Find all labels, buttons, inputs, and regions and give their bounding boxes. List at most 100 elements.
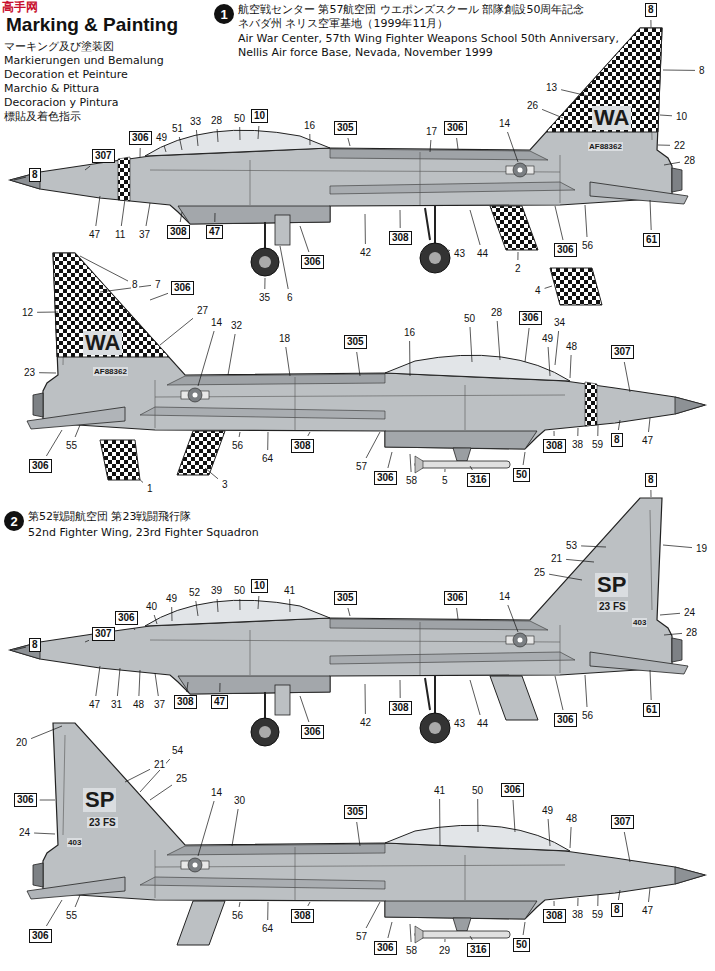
- color-code: 306: [522, 312, 539, 323]
- color-code: 307: [614, 346, 631, 357]
- color-code: 306: [32, 930, 49, 941]
- color-code: 306: [377, 942, 394, 953]
- leader-line: [448, 250, 450, 252]
- tail-code: SP: [83, 788, 116, 812]
- callout-number: 14: [498, 118, 511, 129]
- leader-line: [470, 210, 480, 245]
- leader-line: [624, 832, 630, 862]
- callout-number: 41: [433, 785, 446, 796]
- color-code-box: 305: [344, 805, 367, 819]
- callout-number: 28: [683, 155, 696, 166]
- leader-line: [542, 109, 563, 118]
- callout-number: 41: [283, 585, 296, 596]
- leader-line: [548, 347, 550, 376]
- color-code: 306: [17, 794, 34, 805]
- leader-line: [96, 666, 100, 696]
- callout-number: 20: [15, 737, 28, 748]
- leader-line: [548, 819, 550, 846]
- leader-line: [85, 640, 89, 642]
- leader-line: [561, 90, 588, 96]
- color-code: 306: [447, 592, 464, 603]
- color-code: 308: [294, 440, 311, 451]
- leader-line: [448, 720, 450, 722]
- leader-line: [549, 574, 582, 580]
- leader-line: [388, 922, 392, 938]
- leader-line: [138, 478, 143, 483]
- callout-number: 13: [545, 82, 558, 93]
- callout-number: 26: [526, 100, 539, 111]
- color-code: 8: [648, 4, 654, 15]
- leader-line: [171, 607, 172, 621]
- leader-line: [660, 115, 672, 117]
- leader-line: [585, 205, 587, 237]
- squadron-text: 23 FS: [87, 817, 118, 828]
- leader-line: [280, 246, 288, 289]
- serial-number: AF88362: [588, 142, 623, 151]
- callout-number: 50: [233, 585, 246, 596]
- callout-number: 10: [675, 111, 688, 122]
- color-code-box: 8: [611, 903, 623, 917]
- leader-line: [545, 286, 552, 288]
- callout-number: 29: [438, 945, 451, 956]
- color-code-box: 308: [167, 225, 190, 239]
- section-number-text: 2: [10, 514, 17, 529]
- leader-line: [75, 895, 80, 907]
- color-code: 61: [646, 704, 657, 715]
- color-code-box: 306: [301, 725, 324, 739]
- leader-line: [267, 902, 268, 920]
- color-code-box: 305: [344, 335, 367, 349]
- leader-line: [650, 670, 651, 700]
- color-code-box: 307: [611, 815, 634, 829]
- color-code: 8: [32, 169, 38, 180]
- color-code-box: 307: [611, 345, 634, 359]
- leader-line: [308, 902, 310, 906]
- color-code: 305: [337, 592, 354, 603]
- callout-number: 50: [471, 785, 484, 796]
- callout-number: 42: [359, 247, 372, 258]
- leader-line: [410, 454, 411, 472]
- leader-line: [14, 647, 26, 650]
- callout-number: 47: [88, 229, 101, 240]
- leader-line: [196, 601, 198, 616]
- color-code-box: 8: [645, 3, 657, 17]
- callout-number: 24: [18, 827, 31, 838]
- color-code: 306: [32, 460, 49, 471]
- color-code-box: 8: [611, 433, 623, 447]
- section-caption: Nellis Air force Base, Nevada, November …: [238, 46, 493, 59]
- color-code-box: 308: [291, 909, 314, 923]
- callout-number: 55: [65, 440, 78, 451]
- color-code-box: 316: [467, 473, 490, 487]
- color-code: 306: [377, 472, 394, 483]
- leader-line: [80, 256, 128, 281]
- page-title: Marking & Painting: [6, 14, 178, 36]
- callout-number: 37: [138, 229, 151, 240]
- callout-number: 42: [359, 717, 372, 728]
- callout-number: 38: [571, 909, 584, 920]
- color-code: 306: [557, 714, 574, 725]
- language-heading: Decoracion y Pintura: [4, 96, 119, 109]
- leader-line: [523, 922, 525, 935]
- callout-number: 50: [463, 313, 476, 324]
- callout-number: 64: [261, 923, 274, 934]
- leader-line: [198, 331, 214, 386]
- leader-line: [300, 226, 309, 252]
- color-code: 308: [546, 440, 563, 451]
- callout-number: 44: [476, 248, 489, 259]
- callout-number: 11: [114, 229, 126, 240]
- leader-line: [217, 129, 219, 142]
- callout-number: 40: [145, 601, 158, 612]
- leader-line: [357, 822, 360, 846]
- color-code-box: 306: [14, 793, 37, 807]
- leader-line: [470, 327, 472, 362]
- language-heading: 標貼及着色指示: [4, 110, 81, 123]
- callout-number: 49: [155, 132, 168, 143]
- leader-line: [664, 633, 682, 635]
- tail-code: WA: [592, 106, 631, 130]
- leader-line: [618, 420, 620, 430]
- color-code: 306: [132, 132, 149, 143]
- color-code-box: 10: [251, 109, 268, 123]
- leader-line: [286, 347, 290, 376]
- callout-number: 14: [498, 591, 511, 602]
- leader-line: [663, 70, 695, 71]
